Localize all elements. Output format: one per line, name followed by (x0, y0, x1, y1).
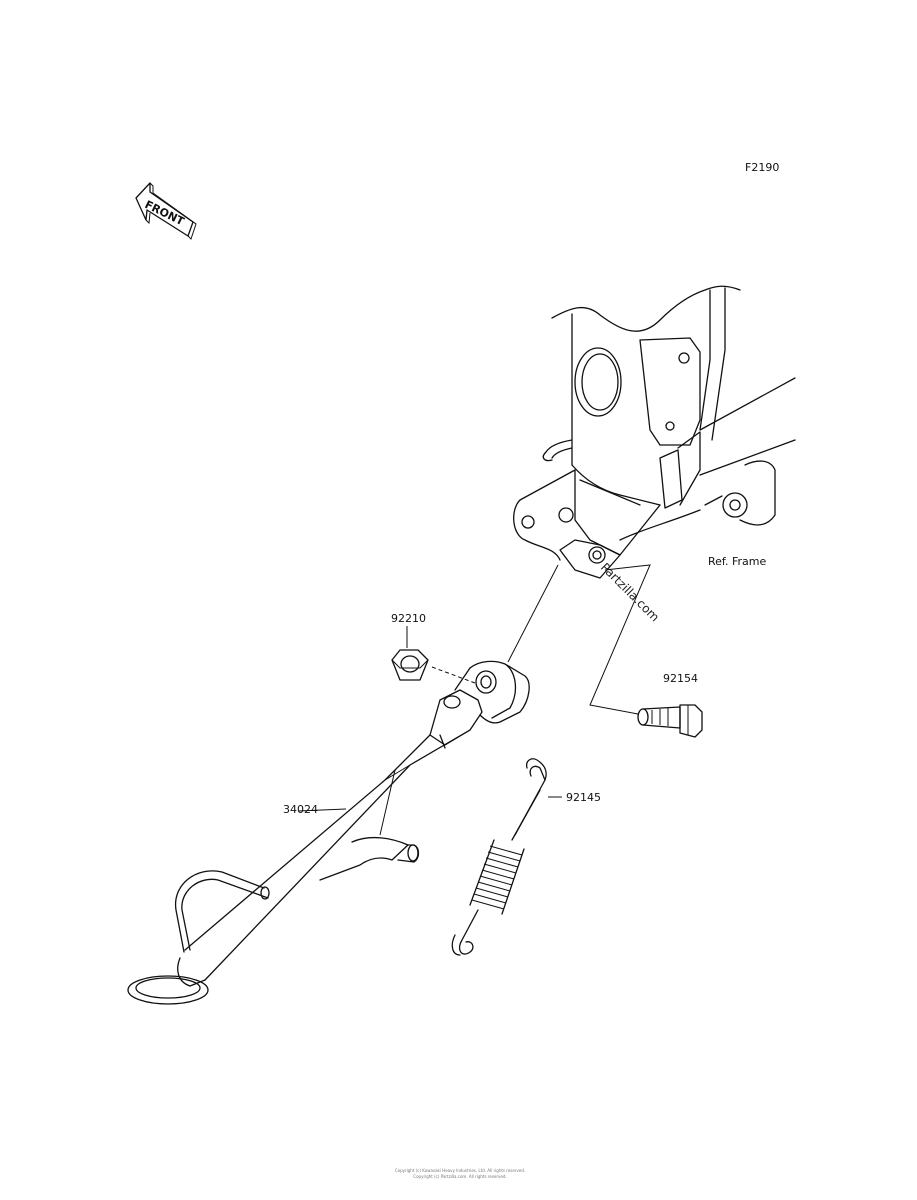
bolt-part (637, 704, 703, 738)
part-number-92154: 92154 (663, 672, 698, 685)
spring-part (451, 758, 562, 956)
side-stand-part (127, 660, 530, 1005)
part-number-92210: 92210 (391, 612, 426, 625)
front-arrow-icon: FRONT (135, 182, 197, 240)
ref-frame-label: Ref. Frame (708, 555, 766, 568)
copyright-line-2: Copyright (c) Partzilla.com. All rights … (413, 1174, 507, 1179)
nut-part (391, 649, 429, 681)
leader-line-pivot (507, 564, 559, 663)
part-number-92145: 92145 (566, 791, 601, 804)
part-number-34024: 34024 (283, 803, 318, 816)
copyright-line-1: Copyright (c) Kawasaki Heavy Industries,… (394, 1168, 526, 1173)
figure-code: F2190 (745, 161, 779, 174)
frame-illustration (513, 285, 796, 579)
leader-line-nut (431, 666, 476, 684)
leader-line-92154-frame (589, 564, 651, 715)
